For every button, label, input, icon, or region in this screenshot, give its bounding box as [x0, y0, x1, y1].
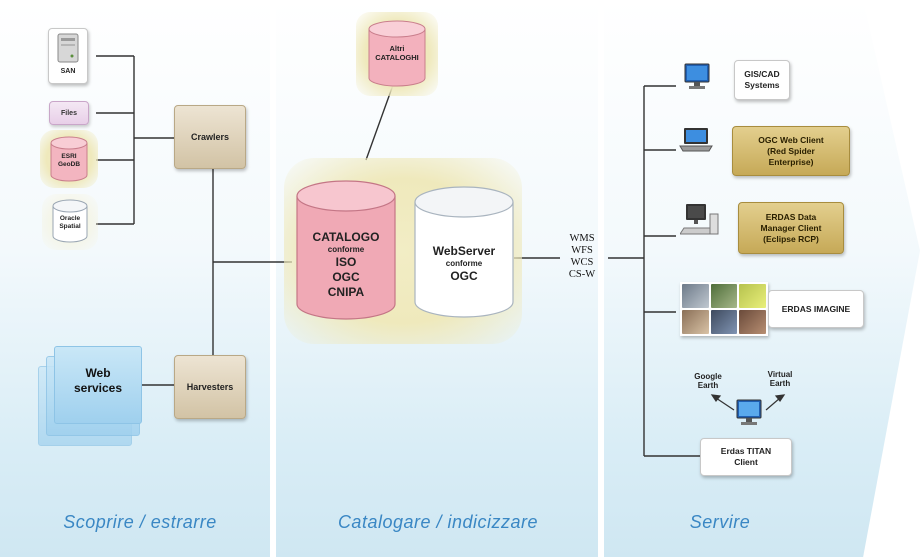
monitor-icon [684, 63, 710, 89]
catalogo-iso: ISO [335, 255, 357, 269]
monitor-icon [736, 399, 762, 425]
laptop-icon [679, 128, 713, 152]
oracle-label-1: Oracle [59, 215, 81, 222]
erdas-dm-line-3: (Eclipse RCP) [763, 233, 819, 244]
ogc-web-line-2: (Red Spider [767, 145, 815, 156]
database-icon [368, 20, 426, 87]
ogc-web-line-3: Enterprise) [768, 156, 814, 167]
catalogo-cnipa: CNIPA [327, 285, 365, 299]
server-icon [57, 33, 79, 63]
web-services-line-2: services [73, 381, 123, 395]
protocol-wms: WMS [569, 233, 595, 244]
protocol-wcs: WCS [570, 257, 594, 268]
altri-label-1: Altri [389, 44, 405, 53]
catalogo-title: CATALOGO [312, 230, 380, 244]
google-earth-label: Google Earth [688, 372, 728, 390]
erdas-dm-line-2: Manager Client [760, 222, 822, 233]
section-catalog: Catalogare / indicizzare [337, 512, 539, 532]
crawlers-label: Crawlers [190, 132, 230, 142]
discover-panel [0, 0, 270, 557]
files-node: Files [49, 101, 89, 125]
altri-label-2: CATALOGHI [375, 53, 419, 62]
esri-label-1: ESRI [61, 153, 77, 160]
altri-cataloghi-cylinder: Altri CATALOGHI [368, 20, 426, 88]
webserver-cylinder: WebServer conforme OGC [414, 186, 514, 318]
desktop-pc-icon [680, 204, 719, 235]
catalogo-conforme: conforme [327, 245, 365, 254]
google-earth-line-2: Earth [697, 381, 719, 390]
protocol-csw: CS-W [568, 269, 596, 280]
erdas-dm-line-1: ERDAS Data [765, 211, 817, 222]
virtual-earth-line-2: Earth [769, 379, 791, 388]
google-earth-line-1: Google [694, 372, 722, 381]
erdas-imagine-label: ERDAS IMAGINE [781, 303, 851, 314]
catalogo-cylinder: CATALOGO conforme ISO OGC CNIPA [296, 180, 396, 320]
protocols-list: WMS WFS WCS CS-W [556, 233, 608, 281]
erdas-titan-line-2: Client [734, 457, 758, 467]
database-icon [414, 186, 514, 318]
web-services-line-1: Web [85, 366, 111, 380]
esri-geodb-cylinder: ESRI GeoDB [50, 136, 88, 182]
webserver-title: WebServer [432, 244, 496, 258]
erdas-titan-box: Erdas TITAN Client [700, 438, 792, 476]
erdas-imagine-box: ERDAS IMAGINE [768, 290, 864, 328]
san-label: SAN [60, 68, 76, 75]
protocol-wfs: WFS [571, 245, 593, 256]
erdas-titan-line-1: Erdas TITAN [720, 446, 772, 456]
virtual-earth-line-1: Virtual [767, 370, 793, 379]
section-discover: Scoprire / estrarre [63, 512, 217, 532]
oracle-label-2: Spatial [59, 223, 81, 230]
webserver-ogc: OGC [450, 269, 478, 283]
virtual-earth-label: Virtual Earth [758, 370, 802, 388]
san-node: SAN [48, 28, 88, 84]
gis-cad-box: GIS/CAD Systems [734, 60, 790, 100]
harvesters-box: Harvesters [174, 355, 246, 419]
harvesters-label: Harvesters [186, 382, 234, 392]
webserver-conforme: conforme [445, 259, 483, 268]
database-icon [52, 199, 88, 243]
ogc-web-client-box: OGC Web Client (Red Spider Enterprise) [732, 126, 850, 176]
ogc-web-line-1: OGC Web Client [758, 134, 824, 145]
section-serve: Servire [689, 512, 751, 532]
esri-label-2: GeoDB [57, 161, 81, 168]
erdas-data-manager-box: ERDAS Data Manager Client (Eclipse RCP) [738, 202, 844, 254]
crawlers-box: Crawlers [174, 105, 246, 169]
gis-cad-line-1: GIS/CAD [744, 69, 780, 79]
web-services-card [54, 346, 142, 424]
catalogo-ogc: OGC [332, 270, 360, 284]
web-services-label: Web services [56, 366, 140, 396]
imagine-screenshots-collage [680, 282, 768, 336]
oracle-spatial-cylinder: Oracle Spatial [52, 199, 88, 243]
gis-cad-line-2: Systems [744, 80, 780, 90]
database-icon [296, 180, 396, 320]
database-icon [50, 136, 88, 182]
files-label: Files [61, 109, 77, 117]
